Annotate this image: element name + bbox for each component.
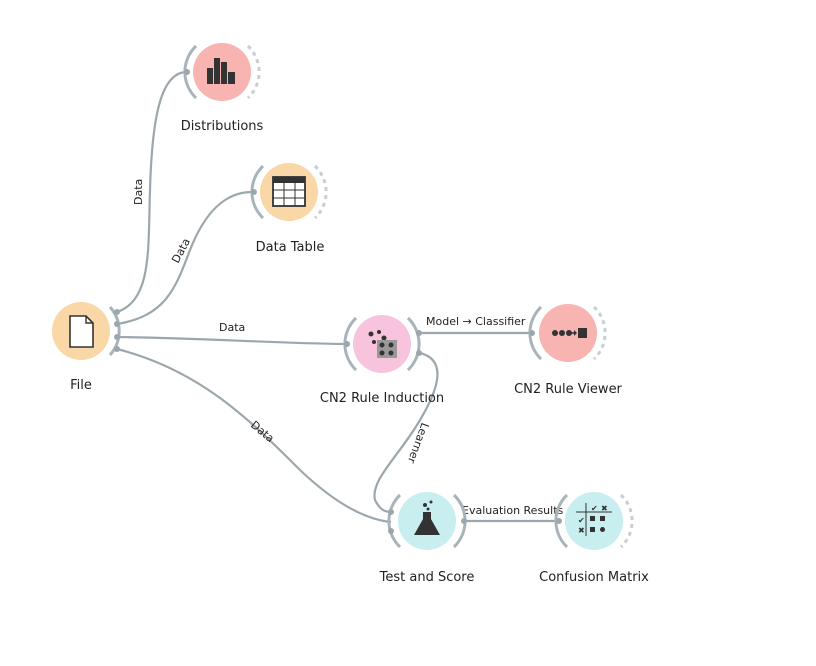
link-file-data-table[interactable] [116, 190, 253, 326]
anchor-confusion-in[interactable] [556, 518, 562, 524]
node-confusion-label: Confusion Matrix [539, 570, 649, 585]
node-test-and-score[interactable]: Test and Score [379, 492, 475, 585]
node-cn2-rule-induction[interactable]: CN2 Rule Induction [320, 315, 444, 406]
node-cn2-rule-viewer[interactable]: CN2 Rule Viewer [514, 304, 623, 397]
svg-text:✖: ✖ [578, 526, 585, 535]
anchor-file-out-1[interactable] [114, 309, 120, 315]
svg-text:✔: ✔ [578, 516, 585, 525]
node-file-output-arc[interactable] [108, 306, 121, 356]
link-label-test-score-confusion: Evaluation Results [462, 504, 564, 517]
node-data-table-label: Data Table [256, 240, 325, 255]
node-distributions-output-arc[interactable] [246, 44, 261, 100]
anchor-cn2-out-2[interactable] [416, 350, 422, 356]
file-icon [69, 315, 94, 348]
link-file-cn2[interactable] [116, 335, 346, 346]
node-confusion-output-arc[interactable] [619, 493, 634, 549]
flask-icon [414, 500, 440, 535]
node-cn2-label: CN2 Rule Induction [320, 391, 444, 406]
node-file[interactable]: File [52, 302, 121, 393]
node-confusion-matrix[interactable]: ✔ ✖ ✔ ✖ Confusion Matrix [539, 492, 649, 585]
link-file-distributions[interactable] [116, 70, 188, 314]
svg-text:✔: ✔ [591, 504, 598, 513]
anchor-file-out-2[interactable] [114, 321, 120, 327]
anchor-cn2-in[interactable] [344, 341, 350, 347]
link-label-cn2-viewer: Model → Classifier [426, 315, 526, 328]
svg-text:✖: ✖ [601, 504, 608, 513]
node-test-score-label: Test and Score [379, 570, 475, 585]
node-confusion-input-arc[interactable] [554, 493, 569, 549]
node-cn2-viewer-output-arc[interactable] [592, 305, 607, 361]
node-test-score-input-arc[interactable] [387, 493, 402, 549]
anchor-test-score-in-1[interactable] [388, 509, 394, 515]
rule-viewer-icon [552, 328, 587, 338]
node-distributions-label: Distributions [181, 119, 264, 134]
dots-icon [368, 330, 397, 358]
anchor-file-out-4[interactable] [114, 346, 120, 352]
bar-chart-icon [207, 58, 235, 84]
anchor-distributions-in[interactable] [184, 69, 190, 75]
anchor-test-score-out[interactable] [461, 518, 467, 524]
link-label-file-distributions: Data [132, 179, 145, 205]
link-cn2-test-score[interactable] [373, 351, 439, 514]
node-data-table-output-arc[interactable] [313, 164, 328, 220]
matrix-icon: ✔ ✖ ✔ ✖ [576, 503, 612, 536]
anchor-data-table-in[interactable] [251, 189, 257, 195]
link-label-file-cn2: Data [219, 321, 245, 334]
anchor-file-out-3[interactable] [114, 334, 120, 340]
node-file-label: File [70, 378, 92, 393]
node-data-table[interactable]: Data Table [250, 163, 328, 255]
anchor-cn2-out-1[interactable] [416, 330, 422, 336]
node-cn2-output-arc[interactable] [406, 316, 421, 372]
links [116, 70, 559, 524]
anchor-test-score-in-2[interactable] [388, 528, 394, 534]
table-icon [272, 176, 306, 207]
node-distributions[interactable]: Distributions [181, 43, 264, 134]
link-label-cn2-test-score: Learner [405, 421, 432, 465]
anchor-cn2-viewer-in[interactable] [529, 330, 535, 336]
node-cn2-viewer-label: CN2 Rule Viewer [514, 382, 622, 397]
link-file-test-score[interactable] [116, 347, 392, 524]
link-label-file-test-score: Data [248, 418, 276, 445]
